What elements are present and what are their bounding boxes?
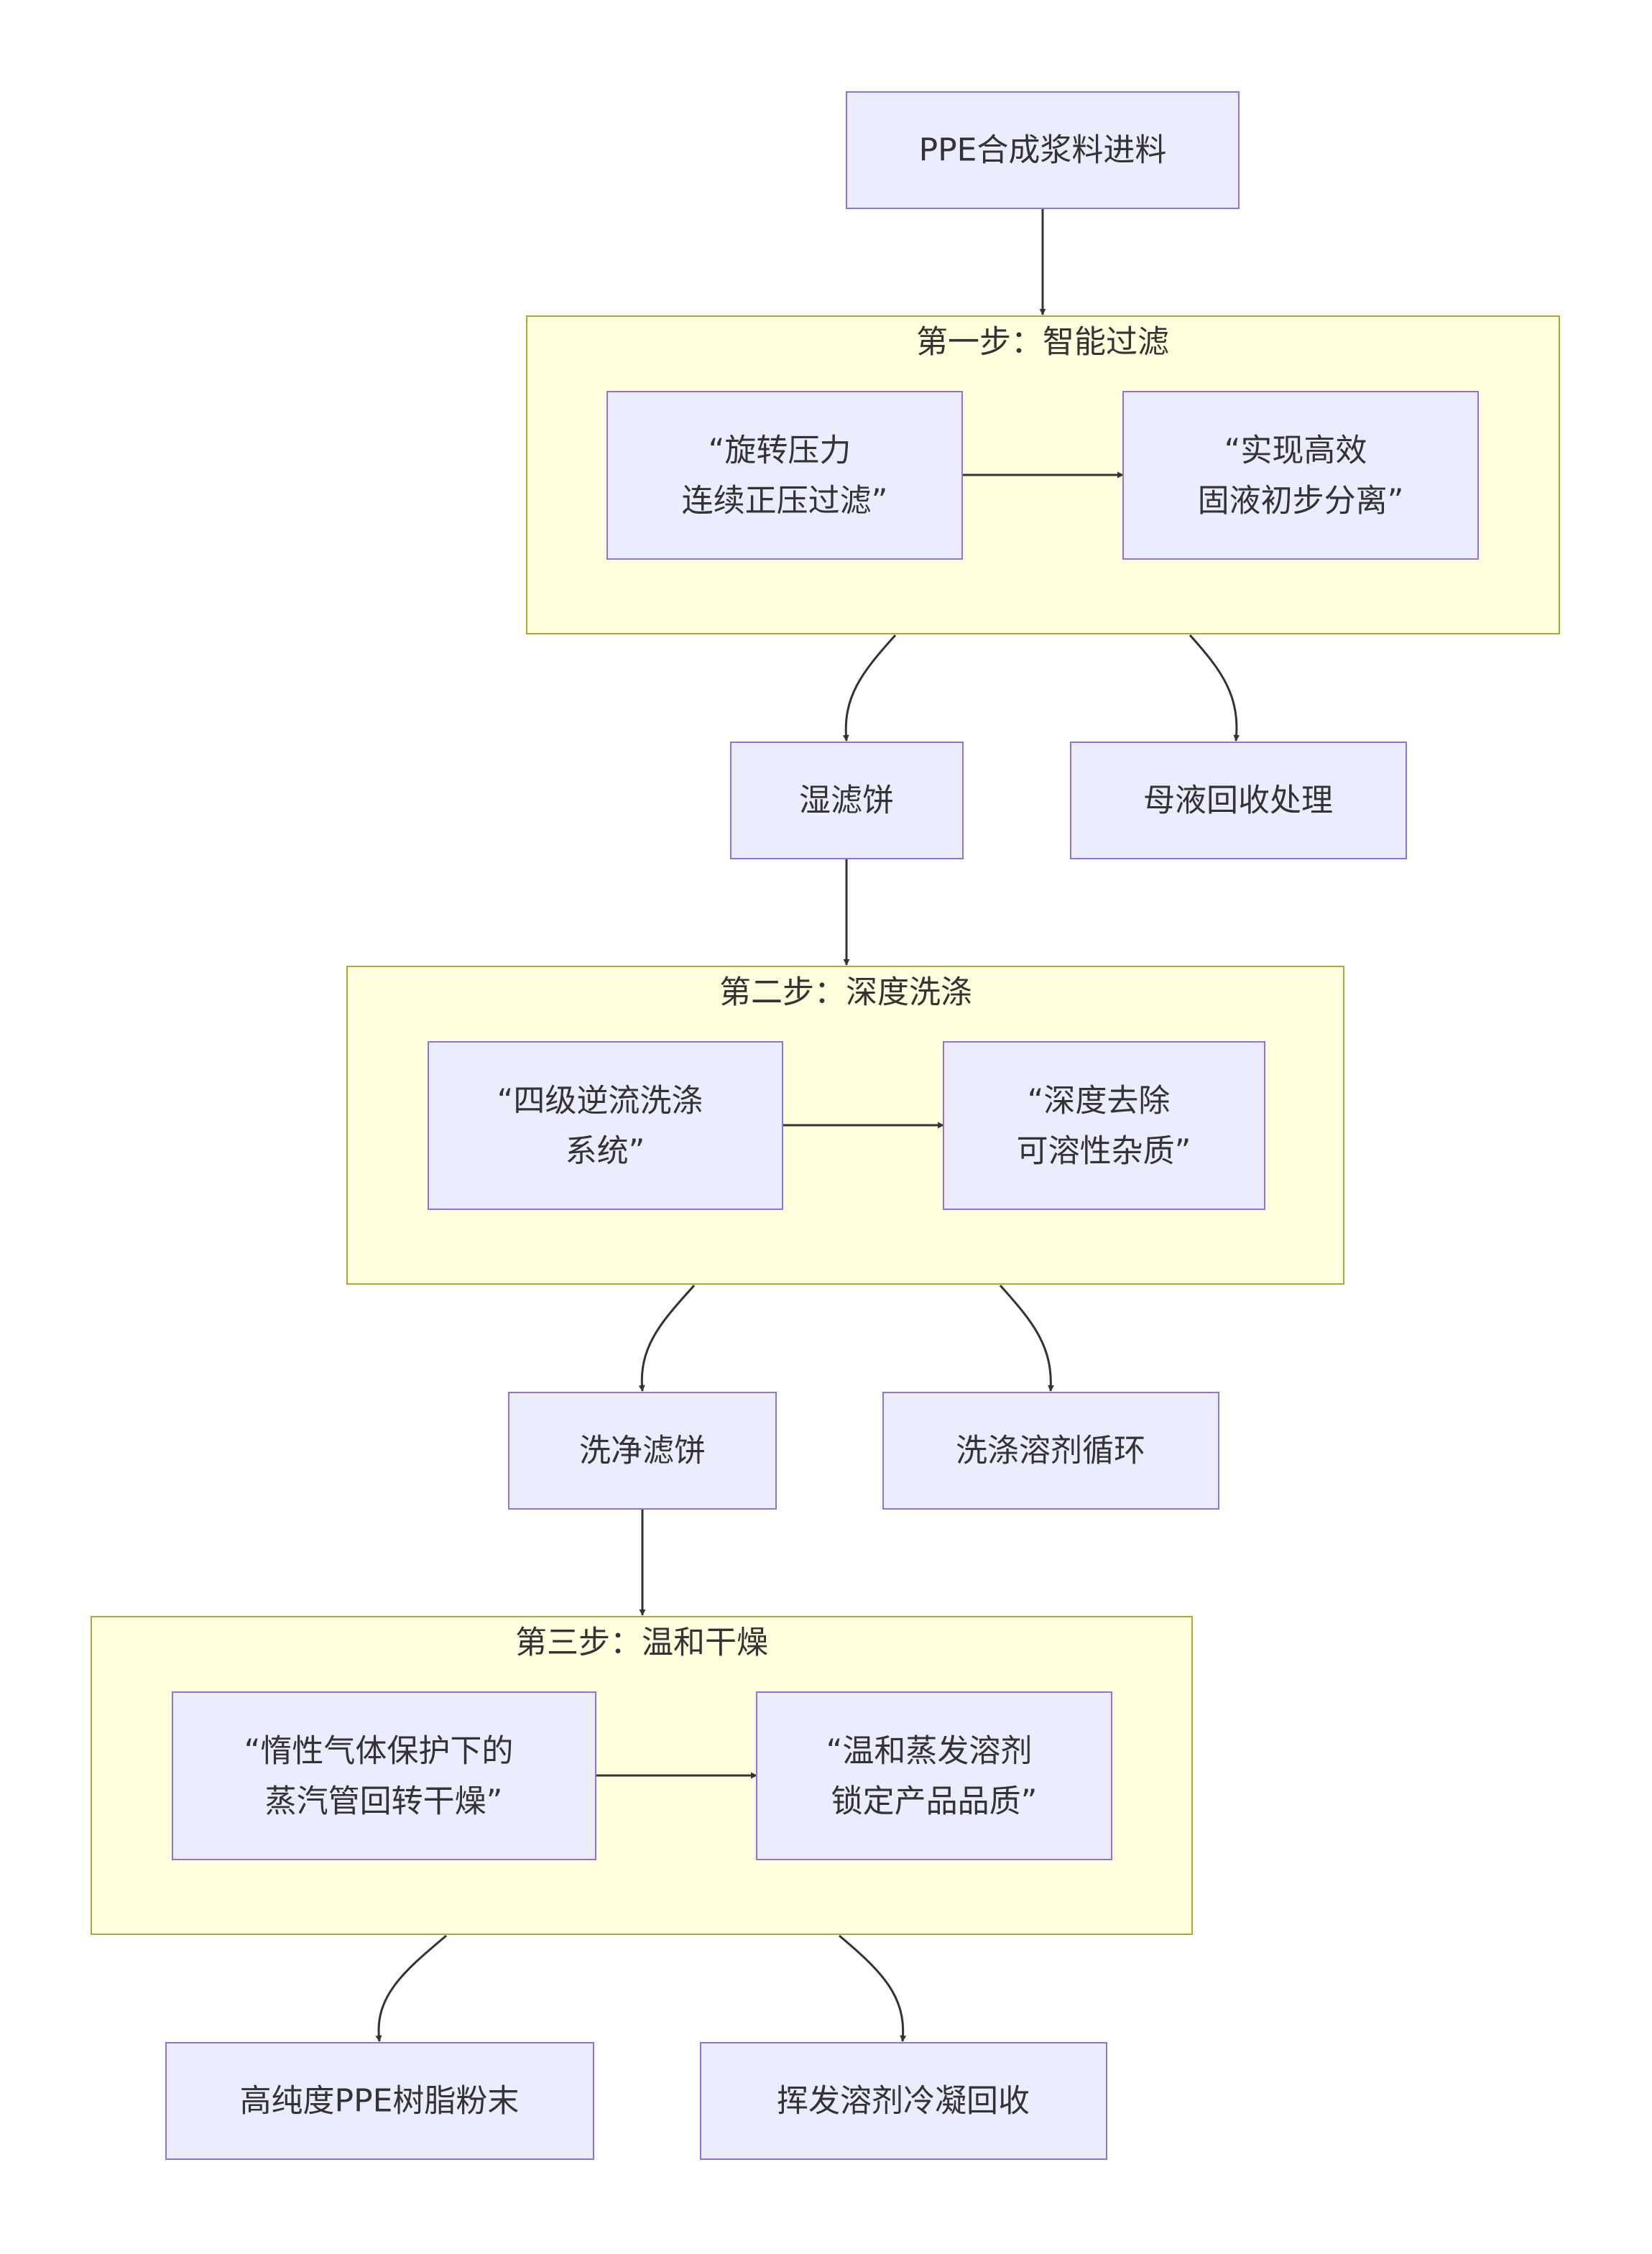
node-mother-liquor: 母液回收处理	[1070, 742, 1407, 859]
node-solvent-recovery: 挥发溶剂冷凝回收	[700, 2042, 1107, 2160]
node-feed-label: PPE合成浆料进料	[919, 132, 1167, 169]
edge-step2-to-wash-solvent	[999, 1284, 1055, 1392]
node-wash-countercurrent-label: “四级逆流洗涤 系统”	[497, 1072, 714, 1170]
node-washed-cake: 洗净滤饼	[508, 1392, 777, 1510]
cluster-step3-title: 第三步：温和干燥	[515, 1625, 768, 1661]
node-wet-cake-label: 湿滤饼	[799, 782, 894, 819]
node-filter-separation: “实现高效 固液初步分离”	[1122, 391, 1479, 560]
node-product-label: 高纯度PPE树脂粉末	[240, 2083, 520, 2120]
node-dry-gentle-label: “温和蒸发溶剂 锁定产品品质”	[826, 1722, 1043, 1820]
edge-step3-to-solvent-recovery	[839, 1934, 907, 2042]
node-washed-cake-label: 洗净滤饼	[579, 1433, 706, 1469]
edge-step1-to-mother-liquor	[1189, 634, 1240, 742]
node-feed: PPE合成浆料进料	[846, 91, 1240, 209]
cluster-step2-title: 第二步：深度洗涤	[719, 974, 972, 1011]
cluster-step1-title: 第一步：智能过滤	[916, 324, 1169, 361]
node-dry-rotary-label: “惰性气体保护下的 蒸汽管回转干燥”	[244, 1722, 524, 1820]
node-wash-solvent-label: 洗涤溶剂循环	[956, 1433, 1145, 1469]
edges	[375, 208, 1240, 2042]
node-product: 高纯度PPE树脂粉末	[165, 2042, 594, 2160]
node-filter-separation-label: “实现高效 固液初步分离”	[1198, 422, 1404, 519]
node-wet-cake: 湿滤饼	[730, 742, 964, 859]
node-dry-gentle: “温和蒸发溶剂 锁定产品品质”	[756, 1691, 1112, 1860]
node-filter-rotary: “旋转压力 连续正压过滤”	[606, 391, 963, 560]
node-wash-impurity: “深度去除 可溶性杂质”	[943, 1041, 1265, 1210]
node-mother-liquor-label: 母液回收处理	[1143, 782, 1333, 819]
node-wash-impurity-label: “深度去除 可溶性杂质”	[1017, 1072, 1191, 1170]
edge-step1-to-wet-cake	[842, 634, 897, 742]
node-solvent-recovery-label: 挥发溶剂冷凝回收	[777, 2083, 1030, 2120]
node-wash-solvent: 洗涤溶剂循环	[882, 1392, 1219, 1510]
edge-step3-to-product	[375, 1934, 447, 2042]
node-filter-rotary-label: “旋转压力 连续正压过滤”	[682, 422, 888, 519]
edge-step2-to-washed-cake	[638, 1284, 696, 1392]
node-dry-rotary: “惰性气体保护下的 蒸汽管回转干燥”	[172, 1691, 596, 1860]
node-wash-countercurrent: “四级逆流洗涤 系统”	[428, 1041, 783, 1210]
